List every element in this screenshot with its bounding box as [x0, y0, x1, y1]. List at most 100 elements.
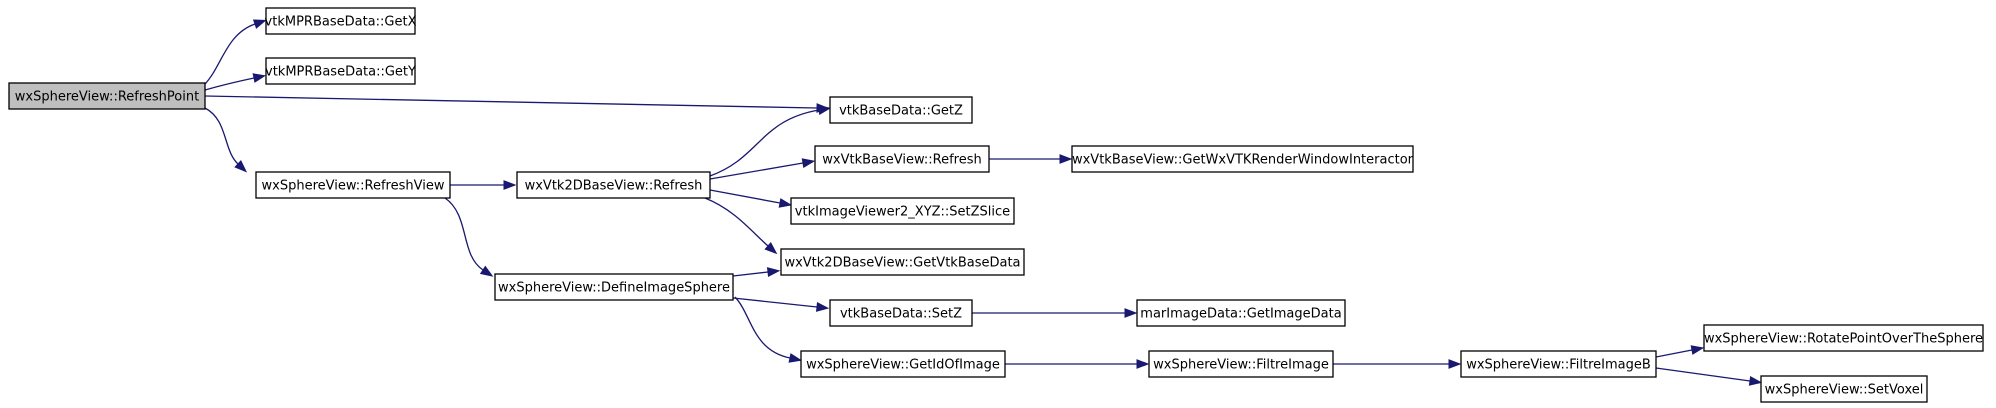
node-box[interactable]	[829, 299, 973, 327]
arrowhead-icon	[766, 267, 781, 277]
arrowhead-icon	[788, 353, 803, 363]
edge-n1-n3	[204, 73, 267, 91]
edge-n11-n14	[734, 296, 803, 363]
node-box[interactable]	[265, 7, 416, 35]
node-box[interactable]	[1460, 350, 1657, 378]
node-box[interactable]	[494, 273, 734, 301]
edge-n1-n5	[204, 107, 248, 173]
arrowhead-icon	[778, 198, 793, 208]
node-label: vtkBaseData::GetZ	[839, 104, 963, 119]
node-label: wxVtk2DBaseView::GetVtkBaseData	[784, 256, 1020, 271]
edge-line	[204, 23, 256, 85]
edges-layer	[204, 19, 1763, 386]
edge-n16-n17	[1655, 345, 1705, 358]
arrowhead-icon	[1448, 359, 1462, 369]
node-n6[interactable]: wxVtk2DBaseView::Refresh	[516, 171, 711, 199]
node-n14[interactable]: wxSphereView::GetIdOfImage	[800, 350, 1006, 378]
node-box[interactable]	[829, 96, 973, 124]
node-box[interactable]	[814, 145, 990, 173]
node-box[interactable]	[1148, 350, 1334, 378]
node-label: wxSphereView::FiltreImageB	[1466, 358, 1651, 373]
node-label: wxSphereView::RefreshPoint	[15, 90, 199, 105]
node-label: wxVtkBaseView::Refresh	[822, 153, 982, 168]
edge-n5-n6	[450, 180, 517, 190]
arrowhead-icon	[252, 19, 267, 29]
node-n12[interactable]: vtkBaseData::SetZ	[829, 299, 973, 327]
node-box[interactable]	[265, 57, 416, 85]
arrowhead-icon	[252, 73, 267, 83]
node-label: wxSphereView::RotatePointOverTheSphere	[1704, 332, 1983, 347]
nodes-layer: wxSphereView::RefreshPoint vtkMPRBaseData…	[8, 7, 1984, 403]
node-n3[interactable]: vtkMPRBaseData::GetY	[265, 57, 416, 85]
node-label: wxVtkBaseView::GetWxVTKRenderWindowInter…	[1072, 153, 1414, 168]
node-label: wxVtk2DBaseView::Refresh	[525, 179, 703, 194]
edge-n7-n8	[989, 154, 1073, 164]
node-label: wxSphereView::FiltreImage	[1153, 358, 1329, 373]
node-n4[interactable]: vtkBaseData::GetZ	[829, 96, 973, 124]
node-box[interactable]	[1071, 145, 1414, 173]
arrowhead-icon	[1124, 308, 1138, 318]
edge-n11-n10	[732, 267, 781, 277]
arrowhead-icon	[1690, 345, 1705, 355]
node-box[interactable]	[780, 248, 1025, 276]
node-label: vtkBaseData::SetZ	[840, 307, 962, 322]
edge-line	[732, 271, 769, 277]
node-box[interactable]	[1760, 375, 1928, 403]
edge-line	[1655, 367, 1751, 382]
arrowhead-icon	[815, 302, 830, 312]
edge-n6-n7	[709, 158, 816, 180]
node-n1[interactable]: wxSphereView::RefreshPoint	[8, 82, 206, 110]
edge-line	[709, 109, 820, 177]
edge-n6-n10	[704, 197, 778, 255]
node-box[interactable]	[1703, 324, 1984, 352]
edge-line	[704, 197, 769, 247]
edge-n16-n18	[1655, 367, 1763, 386]
edge-line	[204, 95, 818, 109]
node-box[interactable]	[800, 350, 1006, 378]
edge-line	[444, 197, 484, 271]
node-n17[interactable]: wxSphereView::RotatePointOverTheSphere	[1703, 324, 1984, 352]
node-box[interactable]	[790, 197, 1015, 225]
node-box[interactable]	[255, 171, 451, 199]
edge-n12-n13	[972, 308, 1138, 318]
edge-n6-n9	[709, 189, 793, 208]
node-n8[interactable]: wxVtkBaseView::GetWxVTKRenderWindowInter…	[1071, 145, 1414, 173]
node-n10[interactable]: wxVtk2DBaseView::GetVtkBaseData	[780, 248, 1025, 276]
node-label: wxSphereView::DefineImageSphere	[498, 281, 730, 296]
edge-n1-n4	[204, 95, 830, 113]
node-n9[interactable]: vtkImageViewer2_XYZ::SetZSlice	[790, 197, 1015, 225]
node-n5[interactable]: wxSphereView::RefreshView	[255, 171, 451, 199]
edge-line	[1655, 349, 1693, 358]
arrowhead-icon	[764, 241, 778, 255]
edge-n11-n12	[732, 297, 830, 312]
edge-line	[204, 107, 239, 165]
node-n18[interactable]: wxSphereView::SetVoxel	[1760, 375, 1928, 403]
node-label: wxSphereView::SetVoxel	[1765, 383, 1924, 398]
node-n7[interactable]: wxVtkBaseView::Refresh	[814, 145, 990, 173]
arrowhead-icon	[801, 158, 816, 168]
edge-n6-n4	[709, 105, 832, 177]
edge-line	[732, 297, 818, 308]
edge-line	[734, 296, 791, 359]
arrowhead-icon	[234, 160, 248, 173]
edge-line	[709, 162, 804, 180]
edge-n14-n15	[1005, 359, 1150, 369]
node-n2[interactable]: vtkMPRBaseData::GetX	[265, 7, 417, 35]
node-label: vtkMPRBaseData::GetX	[265, 15, 417, 30]
node-label: vtkImageViewer2_XYZ::SetZSlice	[795, 205, 1010, 220]
node-n16[interactable]: wxSphereView::FiltreImageB	[1460, 350, 1657, 378]
node-label: wxSphereView::GetIdOfImage	[806, 358, 1000, 373]
node-box[interactable]	[516, 171, 711, 199]
edge-line	[709, 189, 781, 204]
node-label: marImageData::GetImageData	[1140, 307, 1341, 322]
edge-line	[204, 77, 255, 91]
node-box[interactable]	[8, 82, 206, 110]
node-box[interactable]	[1136, 299, 1346, 327]
node-n13[interactable]: marImageData::GetImageData	[1136, 299, 1346, 327]
node-n15[interactable]: wxSphereView::FiltreImage	[1148, 350, 1334, 378]
arrowhead-icon	[503, 180, 517, 190]
node-label: wxSphereView::RefreshView	[262, 179, 445, 194]
node-n11[interactable]: wxSphereView::DefineImageSphere	[494, 273, 734, 301]
node-label: vtkMPRBaseData::GetY	[265, 65, 416, 80]
